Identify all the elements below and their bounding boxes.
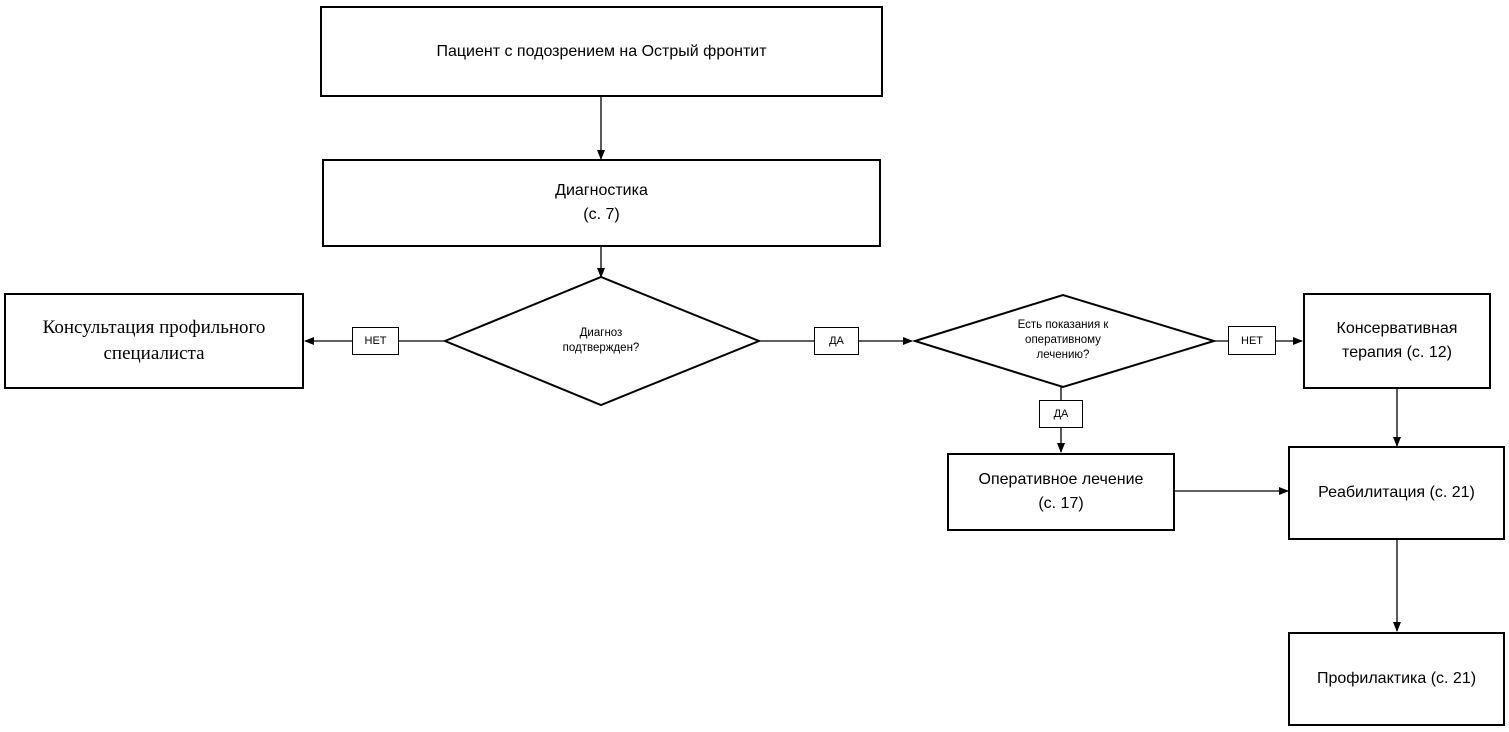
label-yes-decision2: ДА: [814, 327, 859, 355]
decision1-text: Диагноз подтвержден?: [520, 320, 682, 362]
conservative-box: Консервативная терапия (с. 12): [1303, 293, 1491, 389]
diagnostics-page: (с. 7): [583, 206, 620, 223]
consult-line2: специалиста: [103, 343, 205, 364]
surgery-box: Оперативное лечение (с. 17): [947, 453, 1175, 531]
diagnostics-box: Диагностика (с. 7): [322, 159, 881, 247]
conservative-line1: Консервативная: [1336, 320, 1458, 337]
rehab-box: Реабилитация (с. 21): [1288, 446, 1505, 540]
decision2-text: Есть показания к оперативному лечению?: [980, 312, 1146, 368]
surgery-line1: Оперативное лечение: [978, 471, 1144, 488]
consult-box: Консультация профильного специалиста: [4, 293, 304, 389]
decision2-line2: оперативному: [1025, 333, 1101, 346]
surgery-line2: (с. 17): [1038, 495, 1084, 512]
decision1-diamond: [442, 275, 762, 407]
decision2-line1: Есть показания к: [1017, 318, 1109, 331]
diagnostics-title: Диагностика: [555, 182, 648, 199]
decision1-line1: Диагноз: [579, 327, 623, 339]
label-no-conservative: НЕТ: [1228, 326, 1276, 355]
start-box: Пациент с подозрением на Острый фронтит: [320, 6, 883, 97]
label-yes-surgery: ДА: [1039, 400, 1083, 428]
start-text: Пациент с подозрением на Острый фронтит: [436, 42, 767, 60]
decision2-diamond: [911, 293, 1218, 389]
decision1-line2: подтвержден?: [562, 342, 640, 354]
decision2-line3: лечению?: [1036, 348, 1090, 361]
consult-line1: Консультация профильного: [42, 317, 266, 338]
conservative-line2: терапия (с. 12): [1342, 344, 1452, 361]
label-no-consult: НЕТ: [352, 327, 399, 355]
rehab-text: Реабилитация (с. 21): [1318, 484, 1475, 501]
prevention-text: Профилактика (с. 21): [1316, 670, 1477, 687]
prevention-box: Профилактика (с. 21): [1288, 632, 1505, 726]
